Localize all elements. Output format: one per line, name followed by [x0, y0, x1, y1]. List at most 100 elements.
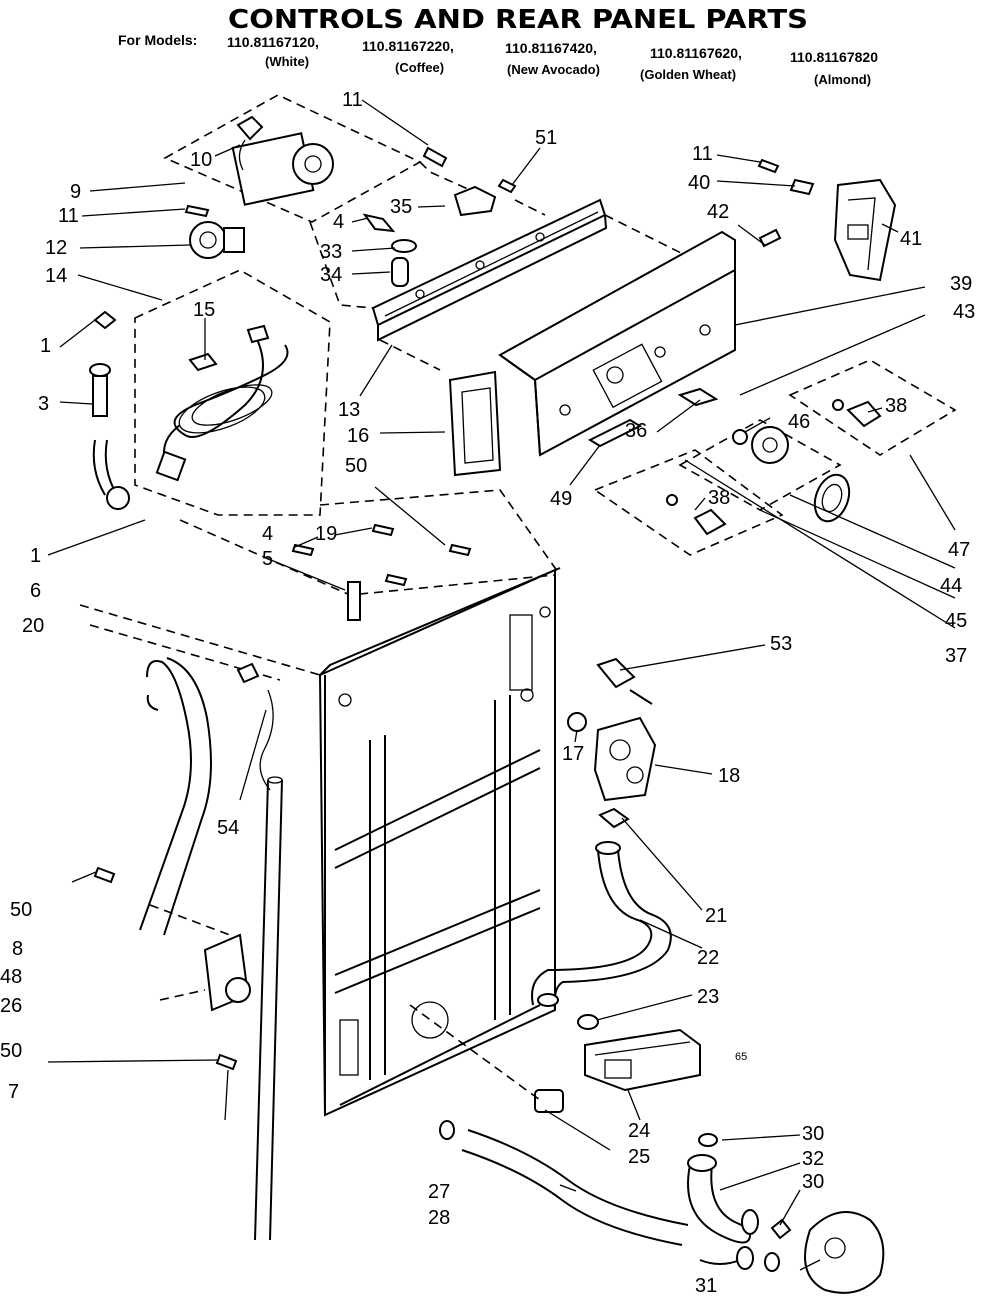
callout-1: 1: [40, 335, 51, 357]
models-prefix: For Models:: [118, 32, 197, 48]
callout-26: 26: [0, 995, 22, 1017]
callout-numbers: 11 51 10 9 11 35 4 12 33 34 14 15 1 3 13…: [0, 89, 975, 1297]
model-color: (New Avocado): [507, 62, 600, 77]
callout-22: 22: [697, 947, 719, 969]
callout-14: 14: [45, 265, 67, 287]
screw-part: [757, 158, 815, 248]
leader-dash: [179, 519, 556, 596]
callout-43: 43: [953, 301, 975, 323]
callout-1: 1: [30, 545, 41, 567]
callout-39: 39: [950, 273, 972, 295]
pump-part: [799, 1211, 885, 1294]
model-number: 110.81167620,: [650, 45, 742, 61]
power-cord-group-outline: [134, 269, 331, 516]
fitting-part: [534, 1089, 564, 1113]
clip-part: [362, 213, 417, 287]
clamp-part: [577, 1014, 599, 1030]
spring-part: [677, 387, 719, 407]
callout-28: 28: [428, 1207, 450, 1229]
callout-27: 27: [428, 1181, 450, 1203]
model-color: (Coffee): [395, 60, 444, 75]
plug-part: [596, 657, 653, 705]
callout-41: 41: [900, 228, 922, 250]
power-cord-part: [155, 324, 289, 482]
leader-dash: [159, 989, 206, 1001]
callout-53: 53: [770, 633, 792, 655]
callout-21: 21: [705, 905, 727, 927]
callout-46: 46: [788, 411, 810, 433]
screw-part: [422, 146, 448, 168]
diagram-header: CONTROLS AND REAR PANEL PARTS For Models…: [118, 5, 878, 87]
leader-lines: [47, 99, 956, 1226]
leader-dash: [514, 199, 546, 216]
leader-dash: [309, 221, 374, 309]
model-number: 110.81167120,: [227, 34, 319, 50]
callout-50: 50: [345, 455, 367, 477]
callout-51: 51: [535, 127, 557, 149]
hose-wire-part: [236, 662, 274, 791]
outlet-hose-part: [439, 1120, 689, 1246]
callout-5: 5: [262, 548, 273, 570]
leader-dash: [409, 1004, 541, 1101]
callout-11: 11: [692, 143, 713, 165]
callout-38: 38: [885, 395, 907, 417]
callout-44: 44: [940, 575, 962, 597]
timer-motor-part: [231, 115, 334, 206]
switch-part: [189, 221, 245, 259]
callout-31: 31: [695, 1275, 717, 1297]
callout-36: 36: [625, 420, 647, 442]
callout-33: 33: [320, 241, 342, 263]
clamp-part: [598, 807, 630, 829]
callout-15: 15: [193, 299, 215, 321]
callout-25: 25: [628, 1146, 650, 1168]
callout-50: 50: [0, 1040, 22, 1062]
callout-45: 45: [945, 610, 967, 632]
console-panel: [498, 230, 736, 457]
water-valve-part: [567, 712, 657, 802]
callout-9: 9: [70, 181, 81, 203]
screw-part: [93, 866, 238, 1071]
diagram-title: CONTROLS AND REAR PANEL PARTS: [228, 5, 808, 35]
knob-part: [832, 399, 882, 428]
callout-19: 19: [315, 523, 337, 545]
drain-hose-part: [531, 841, 672, 1011]
callout-49: 49: [550, 488, 572, 510]
leader-dash: [149, 904, 231, 936]
clip-part: [587, 418, 643, 448]
callout-8: 8: [12, 938, 23, 960]
model-number: 110.81167420,: [505, 40, 597, 56]
model-color: (White): [265, 54, 309, 69]
callout-17: 17: [562, 743, 584, 765]
callout-54: 54: [217, 817, 239, 839]
callout-13: 13: [338, 399, 360, 421]
screw-part: [291, 523, 472, 621]
callout-35: 35: [390, 196, 412, 218]
end-cap-part: [448, 370, 502, 477]
callout-20: 20: [22, 615, 44, 637]
grommet-part: [93, 310, 117, 330]
callout-4: 4: [333, 211, 344, 233]
console-bracket-rail: [371, 198, 608, 342]
callout-47: 47: [948, 539, 970, 561]
leader-dash: [379, 339, 441, 371]
standpipe-part: [254, 776, 283, 1241]
inlet-hose-part: [89, 363, 130, 510]
j-hose-part: [139, 657, 212, 936]
leader-dash: [319, 489, 561, 576]
pressure-switch-part: [584, 1028, 701, 1092]
callout-37: 37: [945, 645, 967, 667]
bracket-part: [453, 178, 517, 217]
rear-panel: [318, 567, 561, 1117]
callout-38: 38: [708, 487, 730, 509]
model-color: (Golden Wheat): [640, 67, 736, 82]
callout-30: 30: [802, 1123, 824, 1145]
callout-16: 16: [347, 425, 369, 447]
callout-18: 18: [718, 765, 740, 787]
end-bracket-part: [833, 178, 897, 282]
callout-11: 11: [342, 89, 363, 111]
leader-dash: [419, 161, 471, 191]
screw-part: [184, 204, 210, 218]
callout-24: 24: [628, 1120, 650, 1142]
leader-dash: [89, 624, 281, 681]
